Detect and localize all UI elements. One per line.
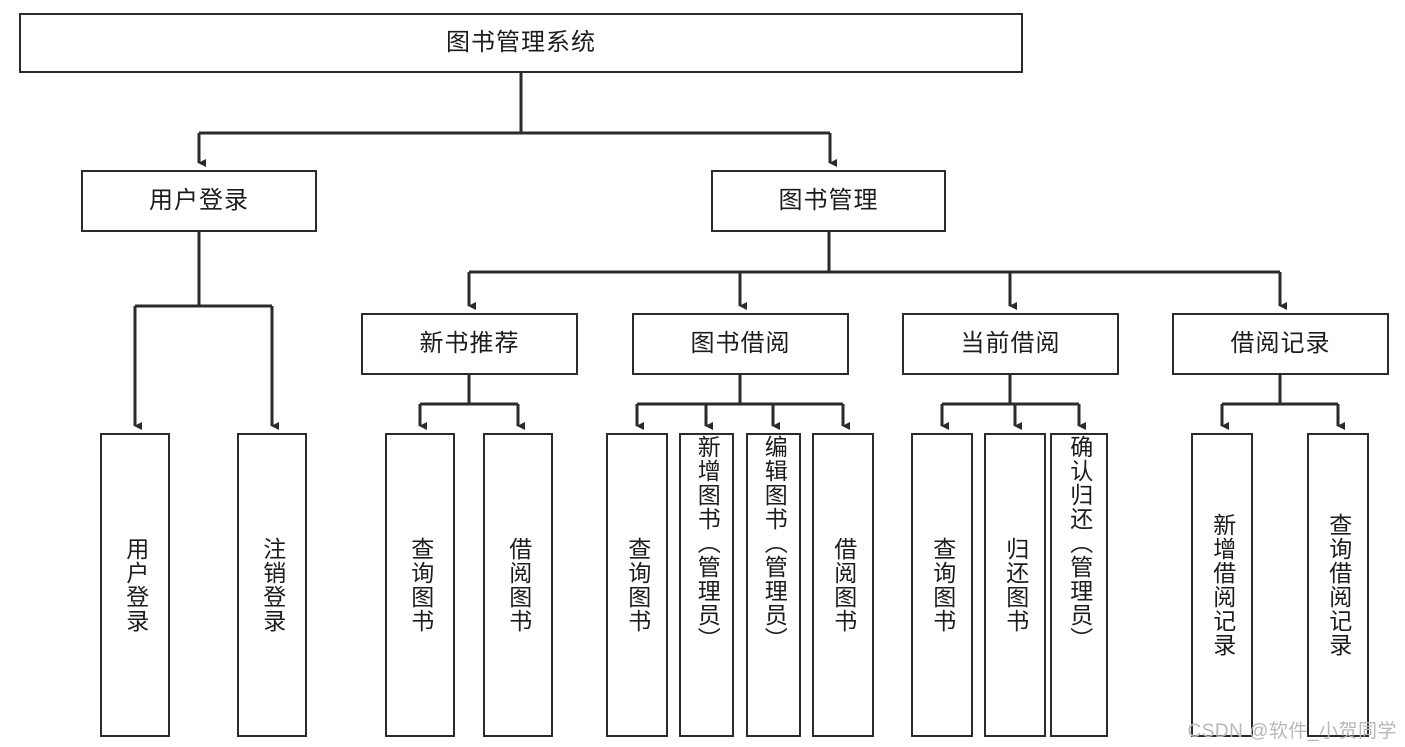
node-leaf-query-book-3-label: 查询图书 <box>929 537 956 633</box>
node-leaf-add-book[interactable]: 新增图书（管理员） <box>679 433 734 737</box>
node-leaf-query-record[interactable]: 查询借阅记录 <box>1307 433 1369 737</box>
node-user-login-label: 用户登录 <box>149 186 249 214</box>
node-root[interactable]: 图书管理系统 <box>19 13 1023 73</box>
node-leaf-add-record-label: 新增借阅记录 <box>1209 513 1236 657</box>
node-leaf-query-book-2[interactable]: 查询图书 <box>606 433 668 737</box>
node-leaf-return-book-label: 归还图书 <box>1002 537 1029 633</box>
node-leaf-logout-label: 注销登录 <box>259 537 286 633</box>
node-leaf-query-book-2-label: 查询图书 <box>624 537 651 633</box>
node-leaf-query-record-label: 查询借阅记录 <box>1325 513 1352 657</box>
node-leaf-query-book-1-label: 查询图书 <box>407 537 434 633</box>
node-leaf-user-login-label: 用户登录 <box>122 537 149 633</box>
node-borrow-record[interactable]: 借阅记录 <box>1172 313 1389 375</box>
node-borrow-record-label: 借阅记录 <box>1230 329 1331 357</box>
node-user-login[interactable]: 用户登录 <box>81 170 317 232</box>
node-book-management[interactable]: 图书管理 <box>711 170 946 232</box>
csdn-watermark: CSDN @软件_小贺同学 <box>1187 721 1397 742</box>
node-leaf-add-record[interactable]: 新增借阅记录 <box>1191 433 1253 737</box>
node-current-borrow-label: 当前借阅 <box>960 329 1061 357</box>
node-book-borrow-label: 图书借阅 <box>690 329 791 357</box>
node-leaf-edit-book[interactable]: 编辑图书（管理员） <box>746 433 801 737</box>
node-new-book-recommend-label: 新书推荐 <box>419 329 520 357</box>
node-new-book-recommend[interactable]: 新书推荐 <box>361 313 578 375</box>
node-leaf-borrow-book-1[interactable]: 借阅图书 <box>483 433 553 737</box>
node-leaf-query-book-1[interactable]: 查询图书 <box>385 433 455 737</box>
node-book-management-label: 图书管理 <box>778 186 879 214</box>
node-leaf-confirm-return[interactable]: 确认归还（管理员） <box>1050 433 1108 737</box>
node-current-borrow[interactable]: 当前借阅 <box>902 313 1119 375</box>
node-leaf-query-book-3[interactable]: 查询图书 <box>911 433 973 737</box>
node-leaf-return-book[interactable]: 归还图书 <box>984 433 1046 737</box>
node-leaf-edit-book-label: 编辑图书（管理员） <box>761 435 788 651</box>
node-leaf-confirm-return-label: 确认归还（管理员） <box>1066 435 1093 651</box>
node-leaf-add-book-label: 新增图书（管理员） <box>694 435 721 651</box>
node-leaf-borrow-book-1-label: 借阅图书 <box>505 537 532 633</box>
node-leaf-user-login[interactable]: 用户登录 <box>100 433 170 737</box>
node-root-label: 图书管理系统 <box>446 28 596 56</box>
node-leaf-borrow-book-2[interactable]: 借阅图书 <box>812 433 874 737</box>
node-leaf-logout[interactable]: 注销登录 <box>237 433 307 737</box>
node-book-borrow[interactable]: 图书借阅 <box>632 313 849 375</box>
node-leaf-borrow-book-2-label: 借阅图书 <box>830 537 857 633</box>
